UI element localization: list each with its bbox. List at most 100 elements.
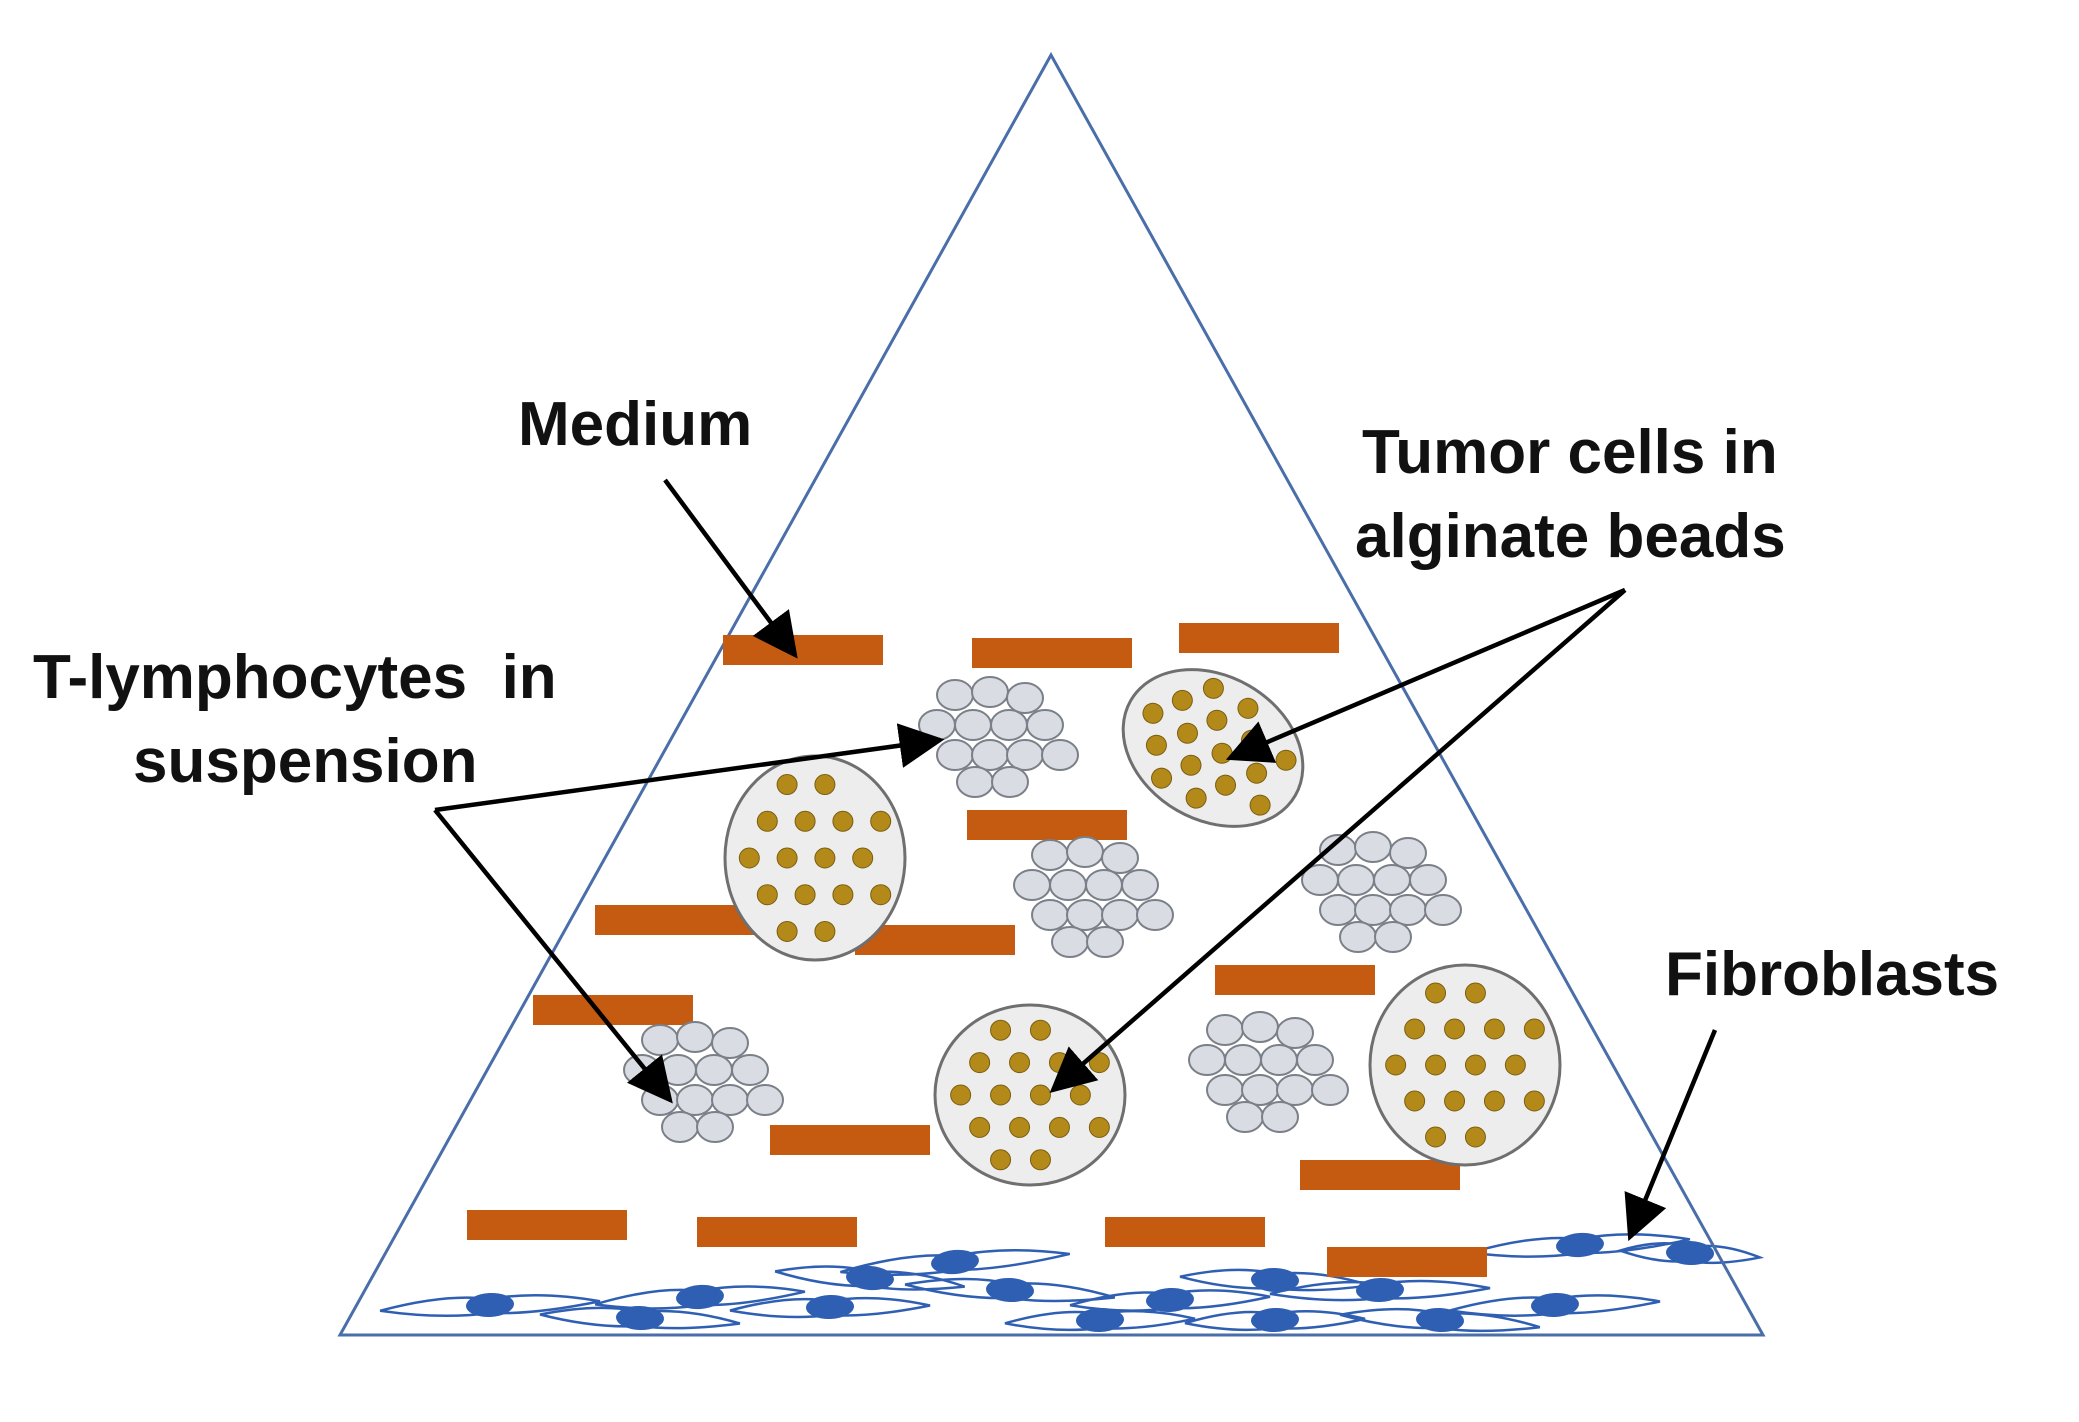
alginate-bead [933,1003,1127,1187]
t-lymphocyte-cell [1188,1044,1226,1076]
medium-bar [855,925,1015,955]
label-fibroblasts: Fibroblasts [1665,940,1999,1009]
t-lymphocyte-cell [1424,894,1462,926]
alginate-bead [723,754,907,962]
t-lymphocyte-cell [1049,869,1087,901]
t-lymphocyte-cell [1261,1101,1299,1133]
tumor-cell [814,847,836,869]
callout-arrows [433,478,1718,1242]
tumor-cell [1275,749,1297,771]
medium-bar [723,635,883,665]
fibroblast-nucleus [1531,1292,1579,1318]
t-lymphocyte-cluster [1188,1011,1349,1133]
t-lymphocyte-cell [1206,1014,1244,1046]
medium-bar [770,1125,930,1155]
t-lymphocyte-cell [1241,1011,1279,1043]
fibroblast [539,1305,741,1331]
tlymph-arrow-lower [433,808,673,1104]
t-lymphocyte-cell [1121,869,1159,901]
tumor-cell [1483,1018,1505,1040]
t-lymphocyte-cell [956,766,994,798]
fibroblast [1615,1240,1765,1266]
fibroblast [1469,1232,1691,1258]
t-lymphocyte-cell [1319,894,1357,926]
t-lymphocyte-cell [1276,1074,1314,1106]
t-lymphocyte-cell [1101,842,1139,874]
medium-bar [972,638,1132,668]
label-tumor-line2: alginate beads [1355,502,1786,571]
t-lymphocyte-cell [918,709,956,741]
t-lymphocyte-cell [1226,1101,1264,1133]
t-lymphocyte-cell [1409,864,1447,896]
fibroblast [1004,1307,1196,1333]
t-lymphocyte-cell [1354,894,1392,926]
tumor-cell [1237,697,1259,719]
t-lymphocyte-cell [1051,926,1089,958]
tumor-cell [814,774,836,796]
tumor-cell [1444,1090,1466,1112]
tumor-cell [969,1116,991,1138]
tumor-cell [1246,762,1268,784]
tumor-cell [990,1019,1012,1041]
fibroblast-nucleus [1416,1307,1464,1333]
conical-container-outline [337,51,1766,1337]
tumor-cell [1504,1054,1526,1076]
tumor-cell [1425,982,1447,1004]
tumor-cell [1385,1054,1407,1076]
label-tlymph-line1: T-lymphocytes in [33,643,557,712]
fibroblast-nucleus [1251,1267,1299,1293]
t-lymphocyte-clusters [623,676,1462,1143]
t-lymphocyte-cell [1066,899,1104,931]
t-lymphocyte-cell [936,739,974,771]
label-tumor-line1: Tumor cells in [1362,418,1778,487]
t-lymphocyte-cell [971,676,1009,708]
tumor-cell [870,884,892,906]
t-lymphocyte-cell [1296,1044,1334,1076]
tumor-cell [1176,722,1198,744]
medium-bar [967,810,1127,840]
medium-bar [1327,1247,1487,1277]
tumor-cell [1404,1090,1426,1112]
t-lymphocyte-cell [1389,894,1427,926]
t-lymphocyte-cell [991,766,1029,798]
t-lymphocyte-cell [1013,869,1051,901]
tumor-cell [1249,794,1271,816]
t-lymphocyte-cell [1006,739,1044,771]
t-lymphocyte-cell [990,709,1028,741]
t-lymphocyte-cell [936,679,974,711]
tumor-cell [990,1149,1012,1171]
tumor-cell [1185,787,1207,809]
tumor-cell [1171,689,1193,711]
label-medium: Medium [518,390,752,459]
tumor-cell [738,847,760,869]
tumor-cell [1523,1090,1545,1112]
fibroblast-nucleus [1076,1307,1124,1333]
medium-bar [697,1217,857,1247]
alginate-bead [1121,668,1305,828]
tumor-cell [1404,1018,1426,1040]
t-lymphocyte-cell [1031,839,1069,871]
tumor-cell [832,884,854,906]
tlymph-arrow-upper [434,723,945,813]
t-lymphocyte-cell [1066,836,1104,868]
tumor-cell [1202,677,1224,699]
tumor-cell [1029,1084,1051,1106]
tumor-cell [852,847,874,869]
t-lymphocyte-cell [696,1111,734,1143]
fibroblast-nucleus [1356,1277,1404,1303]
tumor-cell [1048,1116,1070,1138]
fibroblast-nucleus [1556,1232,1604,1258]
t-lymphocyte-cell [731,1054,769,1086]
tumor-cell [1215,774,1237,796]
tumor-cell [1029,1019,1051,1041]
fibroblast-nucleus [466,1292,514,1318]
tumor-cell [756,884,778,906]
t-lymphocyte-cell [659,1054,697,1086]
fibroblast-nucleus [1251,1307,1299,1333]
fibroblast [1449,1292,1661,1318]
fibroblast [904,1277,1116,1303]
fibroblast [1269,1277,1491,1303]
tumor-cell [1151,767,1173,789]
tumor-cell [1088,1116,1110,1138]
